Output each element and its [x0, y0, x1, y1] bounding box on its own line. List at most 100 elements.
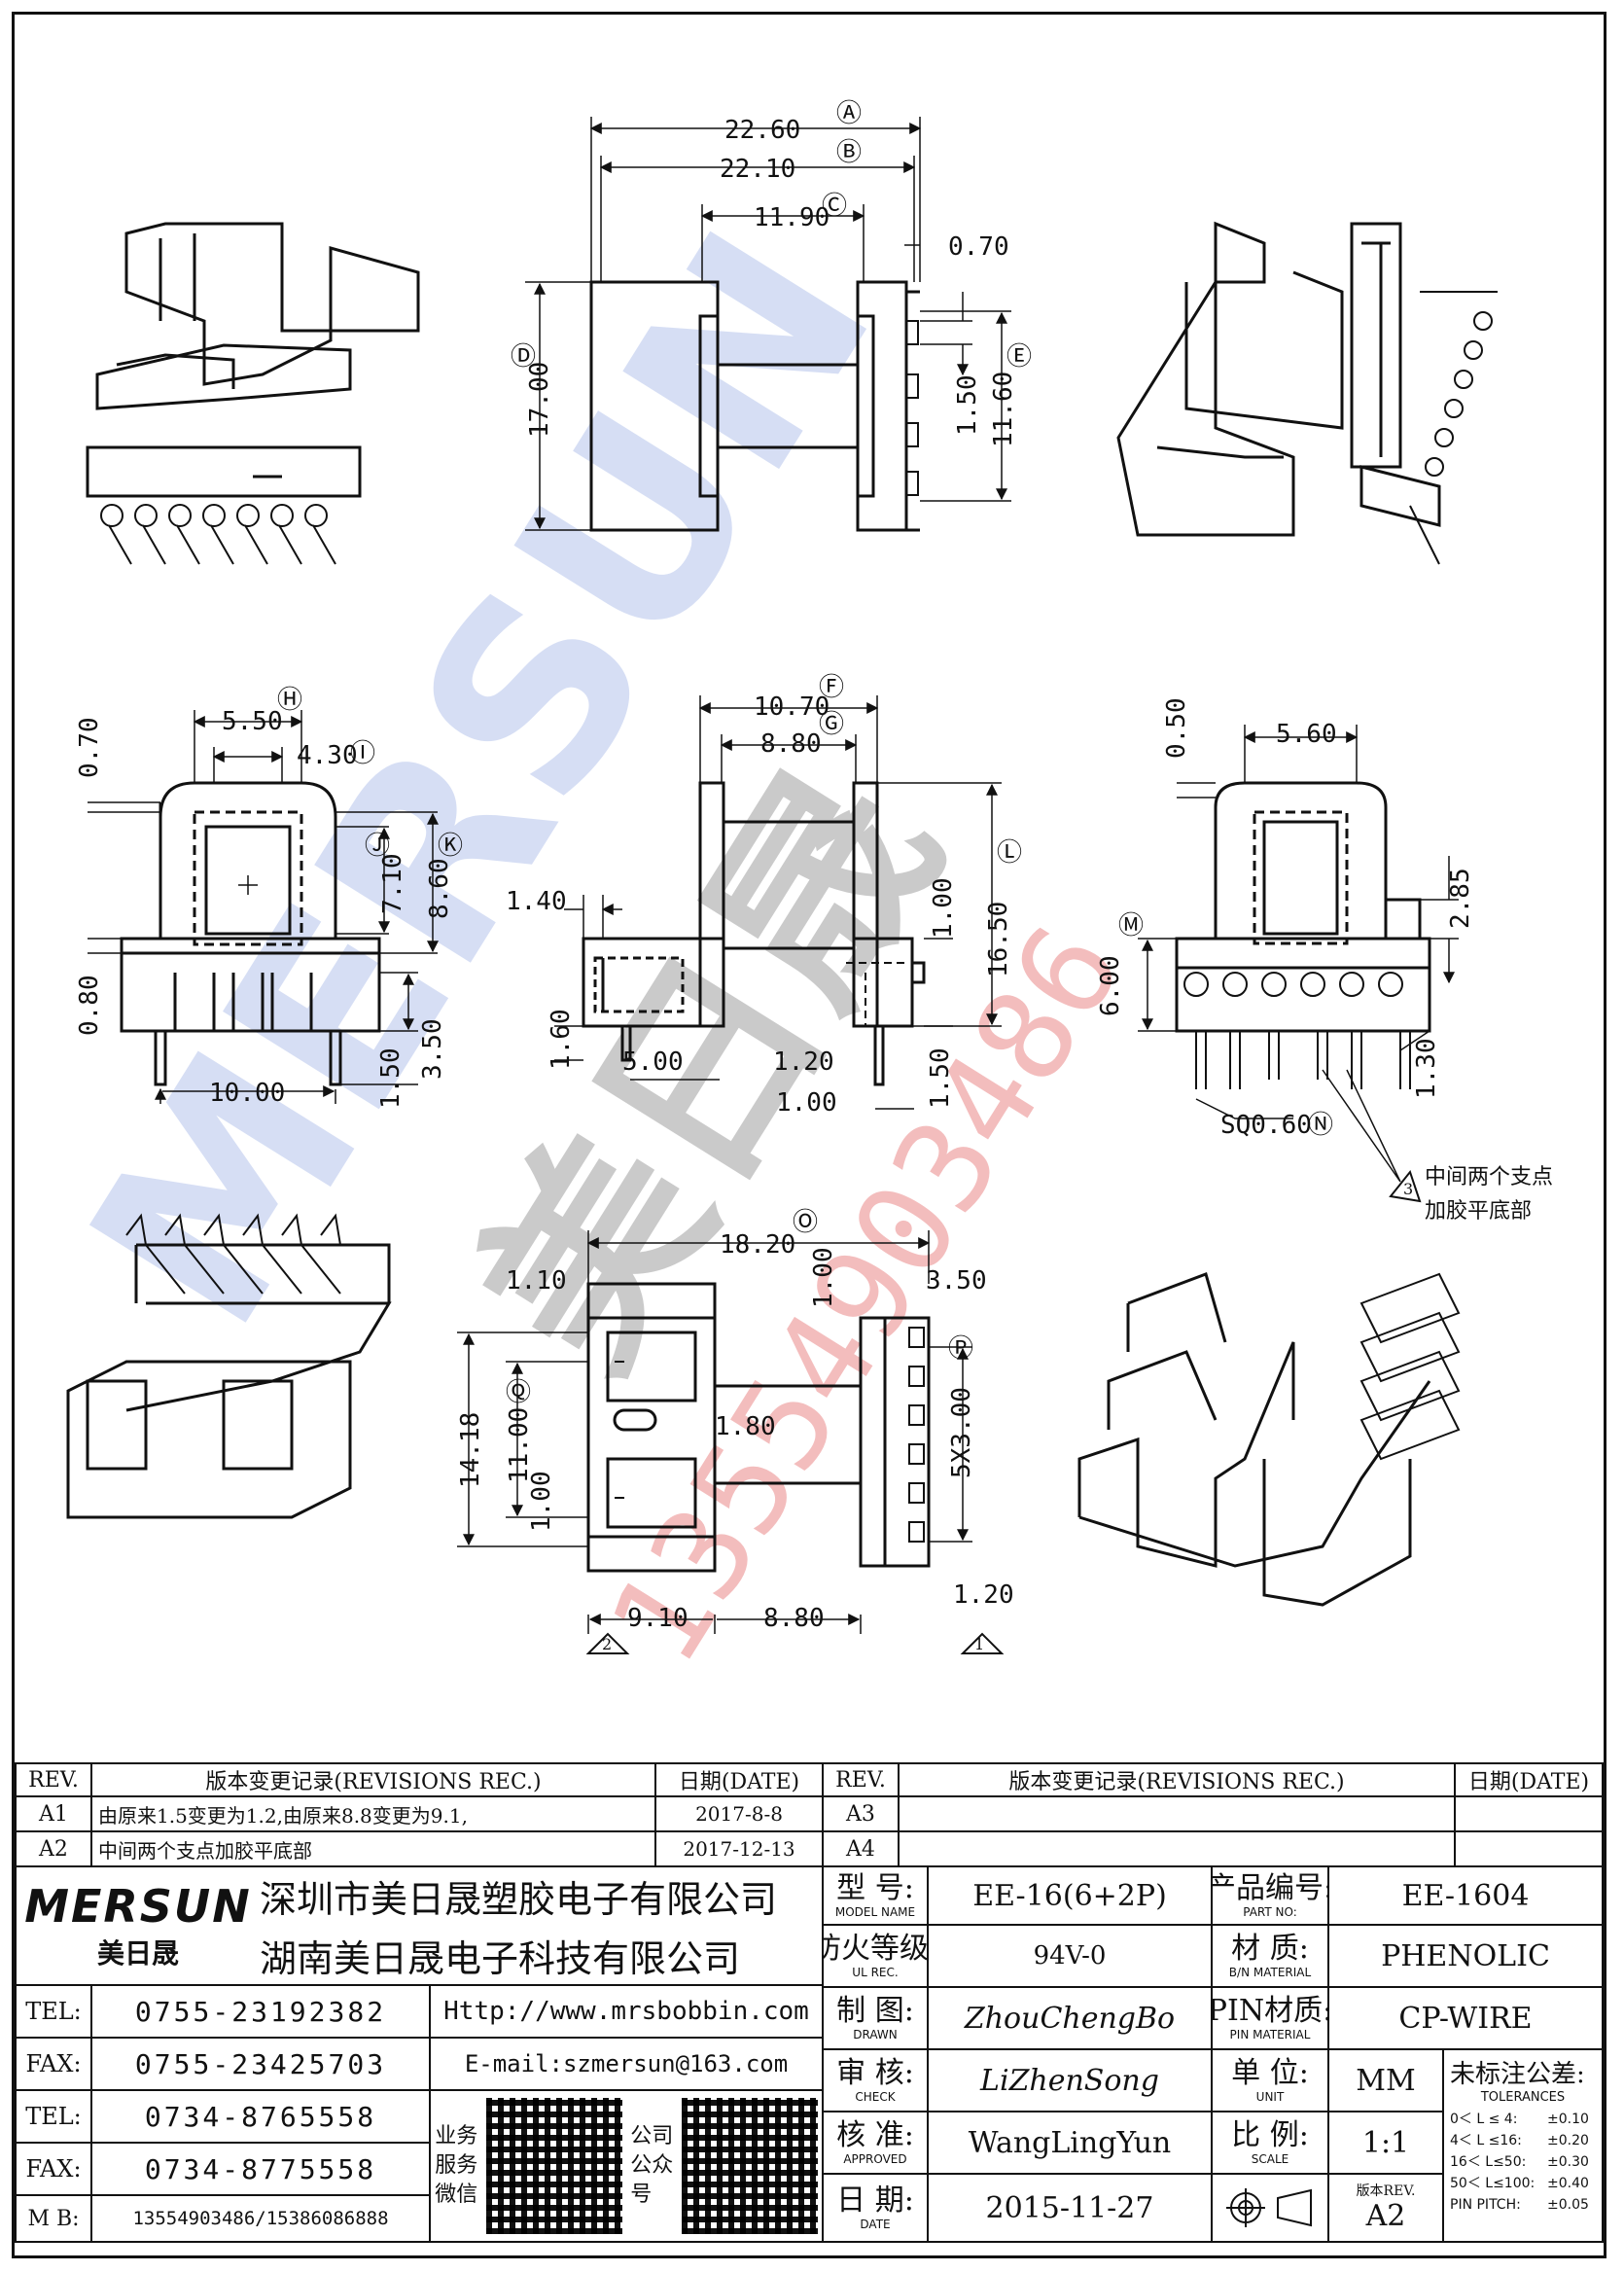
- title-block: REV. 版本变更记录(REVISIONS REC.) 日期(DATE) A1 …: [15, 1762, 1604, 2255]
- dim-b-j: 9.10: [627, 1604, 688, 1633]
- tolerance-table: 0＜ L ≤ 4:±0.10 4＜ L ≤16:±0.20 16＜ L≤50:±…: [1450, 2112, 1589, 2213]
- dim-mc-i: 1.00: [776, 1088, 837, 1118]
- revision-triangles: [585, 1632, 1005, 1654]
- dim-mc-h: 1.20: [773, 1047, 834, 1077]
- dim-top-a: 22.60: [724, 116, 800, 145]
- marker-b: Ⓑ: [836, 138, 862, 167]
- label-date: 日 期:DATE: [822, 2173, 929, 2243]
- iso-view-top-left: [86, 222, 420, 565]
- dim-b-i: 1.00: [527, 1471, 556, 1532]
- rev-header-left: REV.: [15, 1762, 92, 1797]
- value-material: PHENOLIC: [1327, 1924, 1604, 1988]
- side-view-mid-left-dims: [88, 710, 439, 1104]
- dim-ml-a: 5.50: [222, 707, 283, 736]
- qr-label-official: 公司 公众 号: [630, 2124, 674, 2207]
- front-view-top: [589, 280, 920, 532]
- value-pin-material: CP-WIRE: [1327, 1986, 1604, 2050]
- label-unit: 单 位:UNIT: [1211, 2048, 1329, 2112]
- wechat-qr-code[interactable]: [485, 2098, 622, 2234]
- dim-mr-b: 5.60: [1276, 720, 1337, 749]
- contact-label-4: FAX:: [15, 2142, 92, 2196]
- marker-k: Ⓚ: [438, 832, 463, 861]
- dim-top-e: 17.00: [525, 362, 554, 438]
- dim-ml-h: 1.50: [376, 1047, 406, 1109]
- value-part: EE-1604: [1327, 1865, 1604, 1926]
- dim-mc-c: 16.50: [984, 902, 1013, 977]
- bottom-view-center: [586, 1282, 931, 1573]
- dim-mr-c: 2.85: [1446, 868, 1475, 929]
- dim-mr-d: 6.00: [1096, 955, 1125, 1016]
- dim-mc-f: 1.60: [547, 1009, 576, 1070]
- first-angle-projection-icon: [1226, 2188, 1312, 2227]
- contact-value-2: 0755-23425703: [90, 2037, 431, 2091]
- marker-e: Ⓔ: [1006, 342, 1032, 372]
- contact-label-2: FAX:: [15, 2037, 92, 2091]
- dim-ml-i: 10.00: [209, 1079, 285, 1108]
- rev-a2: A2: [15, 1830, 92, 1867]
- iso-view-top-right: [1116, 221, 1498, 565]
- note-line-2: 加胶平底部: [1425, 1199, 1532, 1224]
- side-view-mid-left: [120, 781, 381, 1086]
- label-model: 型 号:MODEL NAME: [822, 1865, 929, 1926]
- front-view-top-dims: [525, 117, 1011, 531]
- tolerance-en: TOLERANCES: [1480, 2090, 1566, 2105]
- value-date: 2015-11-27: [927, 2173, 1213, 2243]
- contact-value-1: 0755-23192382: [90, 1984, 431, 2039]
- version-label: 版本REV.: [1356, 2183, 1416, 2199]
- value-drawn: ZhouChengBo: [927, 1986, 1213, 2050]
- dim-mc-j: 1.50: [926, 1047, 955, 1109]
- sheet-frame: [12, 12, 1606, 2258]
- dim-top-b: 22.10: [720, 155, 795, 184]
- rev-a1: A1: [15, 1795, 92, 1832]
- company-name-hunan: 湖南美日晟电子科技有限公司: [260, 1937, 741, 1980]
- marker-d: Ⓓ: [511, 342, 536, 372]
- dim-mr-a: 0.50: [1162, 697, 1191, 759]
- dim-b-a: 18.20: [720, 1230, 795, 1260]
- side-view-mid-center-dims: [554, 695, 1002, 1110]
- qr-area: 业务 服务 微信 公司 公众 号: [429, 2089, 824, 2243]
- dim-mr-f: SQ0.60: [1220, 1111, 1312, 1140]
- label-pin-material: PIN材质:PIN MATERIAL: [1211, 1986, 1329, 2050]
- dim-mc-b: 8.80: [760, 729, 822, 759]
- label-drawn: 制 图:DRAWN: [822, 1986, 929, 2050]
- value-check: LiZhenSong: [927, 2048, 1213, 2112]
- technical-drawing: MERSUN 美日晟 13554903486: [35, 99, 1553, 1688]
- rev-header-right: REV.: [822, 1762, 900, 1797]
- marker-m: Ⓜ: [1118, 911, 1144, 941]
- dim-ml-d: 7.10: [378, 853, 407, 914]
- official-qr-code[interactable]: [681, 2098, 818, 2234]
- company-names: 深圳市美日晟塑胶电子有限公司 湖南美日晟电子科技有限公司: [260, 1869, 777, 1982]
- marker-n: Ⓝ: [1308, 1111, 1333, 1140]
- bottom-view-center-dims: [457, 1230, 972, 1634]
- label-scale: 比 例:SCALE: [1211, 2111, 1329, 2175]
- value-fire: 94V-0: [927, 1924, 1213, 1988]
- label-material: 材 质:B/N MATERIAL: [1211, 1924, 1329, 1988]
- rev-a3-desc: [898, 1795, 1456, 1832]
- marker-tri-3: 3: [1403, 1180, 1413, 1198]
- note-line-1: 中间两个支点: [1425, 1165, 1553, 1189]
- logo-cn: 美日晟: [96, 1937, 179, 1970]
- dim-b-k: 8.80: [763, 1604, 825, 1633]
- value-model: EE-16(6+2P): [927, 1865, 1213, 1926]
- dim-mc-a: 10.70: [754, 692, 830, 722]
- dim-b-b: 1.10: [506, 1266, 567, 1296]
- dim-top-g: 11.60: [989, 372, 1018, 447]
- iso-view-bottom-left: [66, 1213, 392, 1519]
- rev-a2-date: 2017-12-13: [654, 1830, 824, 1867]
- marker-c: Ⓒ: [822, 192, 847, 221]
- value-approved: WangLingYun: [927, 2111, 1213, 2175]
- version-cell: 版本REV. A2: [1327, 2173, 1444, 2243]
- marker-j: Ⓙ: [365, 832, 390, 861]
- label-check: 审 核:CHECK: [822, 2048, 929, 2112]
- company-block: MERSUN 美日晟 深圳市美日晟塑胶电子有限公司 湖南美日晟电子科技有限公司: [15, 1865, 824, 1986]
- rev-a1-date: 2017-8-8: [654, 1795, 824, 1832]
- marker-q: Ⓠ: [506, 1378, 531, 1407]
- rev-date-header-right: 日期(DATE): [1454, 1762, 1604, 1797]
- revision-triangle-3: [1389, 1169, 1422, 1203]
- website-link[interactable]: Http://www.mrsbobbin.com: [429, 1984, 824, 2039]
- email-link[interactable]: E-mail:szmersun@163.com: [429, 2037, 824, 2091]
- marker-p: Ⓟ: [948, 1334, 973, 1364]
- dim-ml-b: 4.30: [297, 741, 358, 770]
- version-value: A2: [1365, 2199, 1406, 2233]
